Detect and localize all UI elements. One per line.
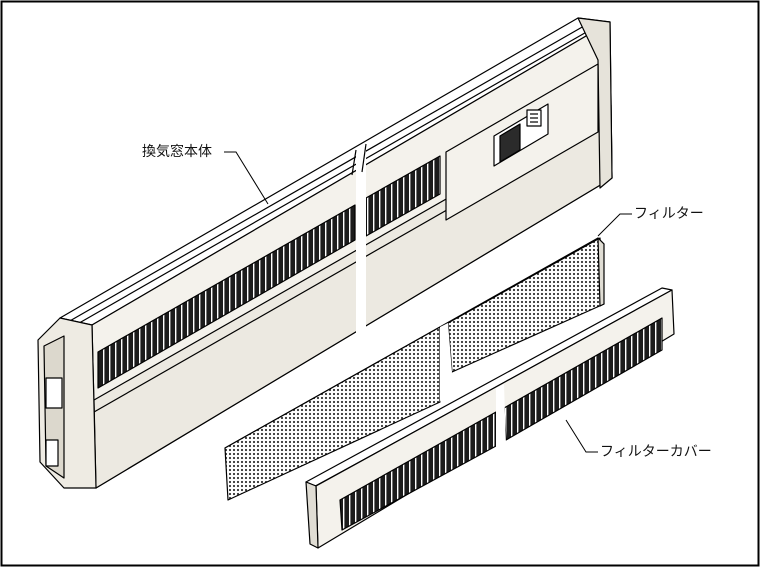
filter-break	[440, 323, 452, 402]
label-filter-cover: フィルターカバー	[600, 444, 712, 460]
label-filter: フィルター	[634, 206, 704, 222]
leader-filter-cover	[565, 419, 598, 453]
power-switch[interactable]	[493, 103, 549, 167]
leader-main-unit	[224, 151, 269, 205]
main-unit	[37, 17, 613, 489]
filter-cover-end	[305, 481, 319, 549]
leader-filter	[597, 213, 632, 237]
filter-cover	[305, 287, 675, 549]
main-unit-left-notch-2	[45, 439, 59, 467]
main-unit-left-notch	[45, 377, 63, 409]
leader-lines	[224, 151, 632, 453]
main-unit-right-cap	[577, 17, 613, 189]
main-unit-break	[356, 144, 366, 336]
label-main-unit: 換気窓本体	[142, 144, 212, 160]
filter-cover-break	[496, 384, 506, 450]
main-unit-vent-band-left	[97, 204, 356, 389]
filter	[224, 237, 605, 501]
filter-end	[597, 237, 605, 307]
